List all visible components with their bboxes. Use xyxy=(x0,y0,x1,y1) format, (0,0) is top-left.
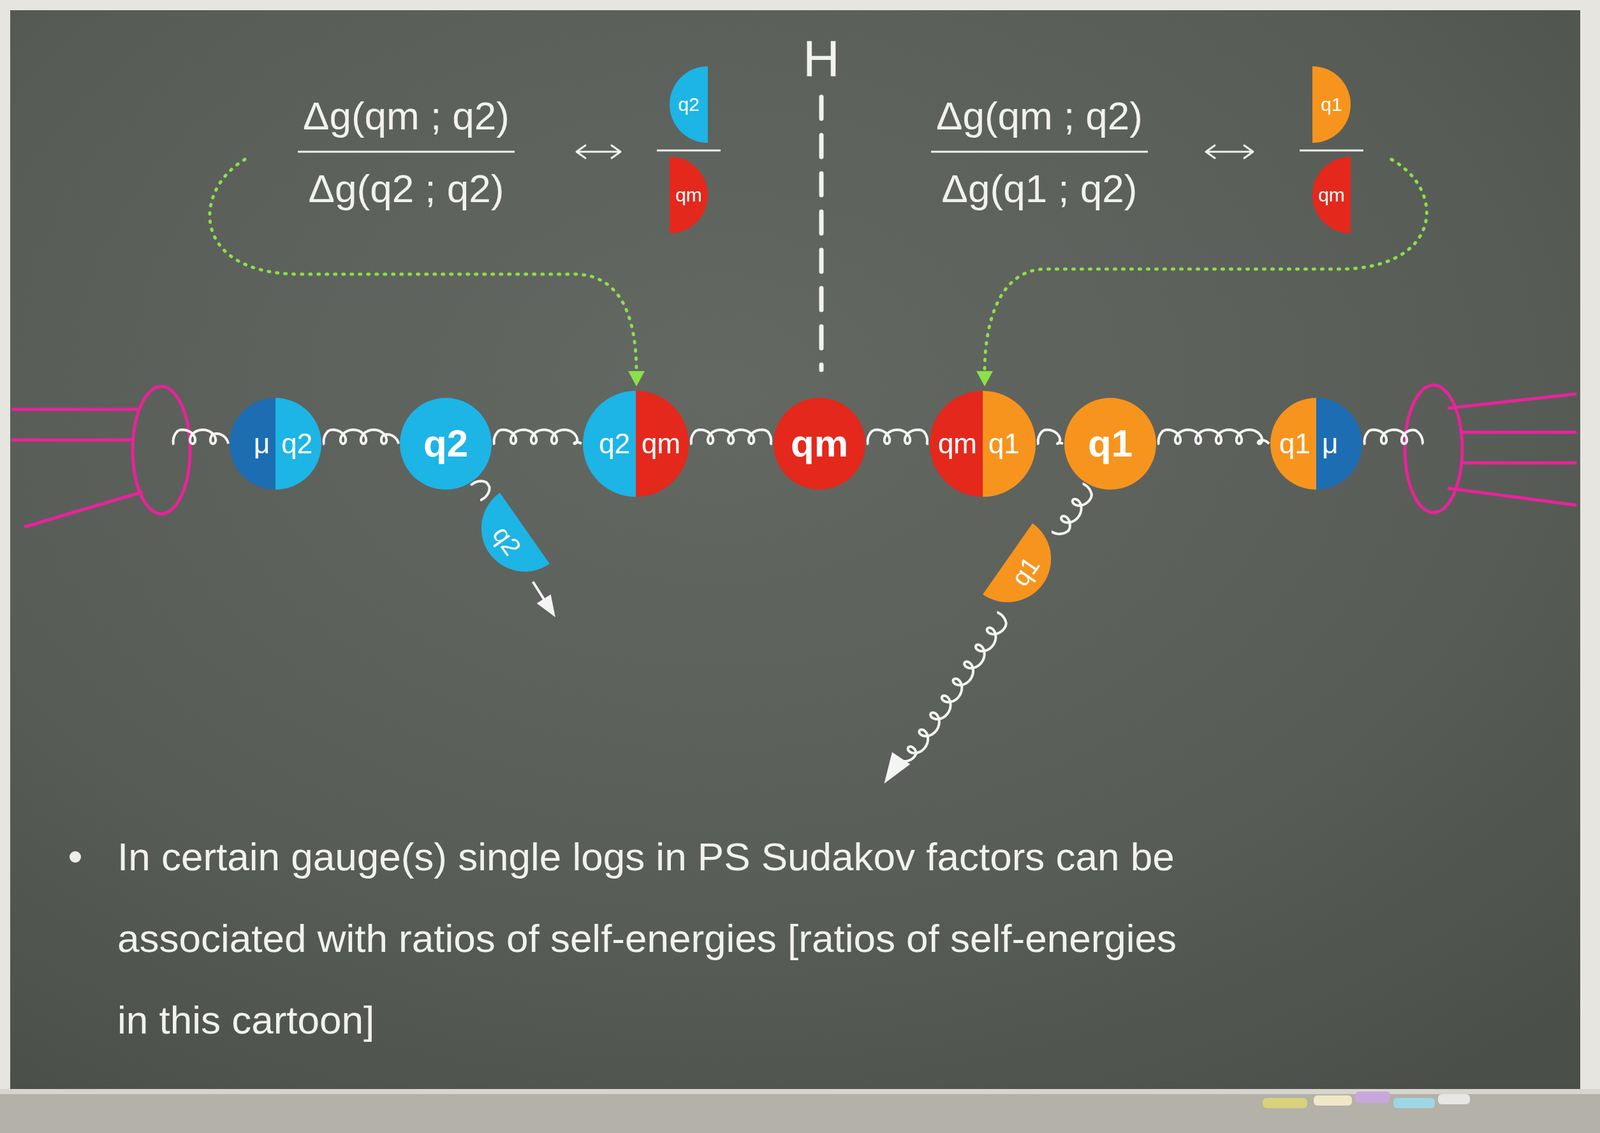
fraction-bar xyxy=(1299,149,1364,152)
particle-label: q2 xyxy=(582,429,636,458)
gluon-line xyxy=(866,429,929,444)
particle-label: qm xyxy=(1318,185,1345,205)
particle-label: q1 xyxy=(1270,429,1317,458)
gluon-line xyxy=(322,429,399,444)
proton-left xyxy=(12,386,191,527)
particle-label: μ xyxy=(1316,429,1363,458)
emitted-gluon xyxy=(899,611,1007,762)
split-blob: q1μ xyxy=(1270,397,1363,490)
particle-label: q2 xyxy=(275,429,322,458)
fraction-numerator: Δg(qm ; q2) xyxy=(302,93,510,139)
fraction-denominator: Δg(q2 ; q2) xyxy=(308,165,505,212)
particle-label: qm xyxy=(929,429,983,458)
emitted-arrowhead xyxy=(884,752,911,784)
split-blob: qmq1 xyxy=(929,390,1036,497)
split-blob: μq2 xyxy=(229,397,322,490)
gluon-line xyxy=(1157,429,1270,444)
particle-label: q2 xyxy=(677,95,699,115)
particle-label: q2 xyxy=(423,424,469,463)
chalk-pieces xyxy=(1262,1091,1470,1109)
split-blob: q2qm xyxy=(582,390,689,497)
particle-label: qm xyxy=(790,424,849,463)
gluon-line xyxy=(1036,429,1064,444)
emitted-arrowhead xyxy=(536,594,556,618)
fraction-numerator: Δg(qm ; q2) xyxy=(936,93,1143,139)
bullet-dot xyxy=(69,851,81,863)
half-blob-icon: q2 xyxy=(669,66,708,143)
fraction-bar xyxy=(297,151,515,154)
heading-letter: H xyxy=(802,29,840,89)
particle-label: q1 xyxy=(982,429,1036,458)
particle-label: μ xyxy=(229,429,276,458)
fraction-bar xyxy=(656,149,721,152)
self-energy-blob: q2 xyxy=(399,397,492,490)
bullet-note: In certain gauge(s) single logs in PS Su… xyxy=(117,816,1184,1062)
dotted-pointer xyxy=(209,159,1427,373)
self-energy-blob: q1 xyxy=(1064,397,1157,490)
chalk-tray xyxy=(0,1089,1600,1133)
fraction-denominator: Δg(q1 ; q2) xyxy=(941,165,1138,212)
proton-right xyxy=(1404,385,1576,513)
half-blob-icon: q1 xyxy=(1312,66,1351,143)
board-surface xyxy=(10,10,1581,1090)
fraction-bar xyxy=(931,151,1148,154)
particle-label: qm xyxy=(675,185,703,205)
double-arrow xyxy=(576,145,1254,159)
gluon-line xyxy=(1051,483,1092,535)
gluon-line xyxy=(689,429,773,444)
emitted-line xyxy=(533,581,546,601)
half-blob-icon: qm xyxy=(1312,156,1351,234)
dotted-pointer-head xyxy=(628,371,993,387)
gluon-lines xyxy=(172,150,1424,784)
gluon-incoming xyxy=(1363,429,1424,444)
self-energy-blob: qm xyxy=(773,397,866,490)
particle-label: q1 xyxy=(1320,95,1342,115)
gluon-line xyxy=(492,429,582,444)
particle-label: qm xyxy=(635,429,689,458)
half-blob-icon: qm xyxy=(669,156,708,234)
higgs-cut-line xyxy=(819,96,824,370)
gluon-line xyxy=(471,480,490,501)
particle-label: q1 xyxy=(1087,424,1133,463)
gluon-incoming xyxy=(172,429,229,444)
